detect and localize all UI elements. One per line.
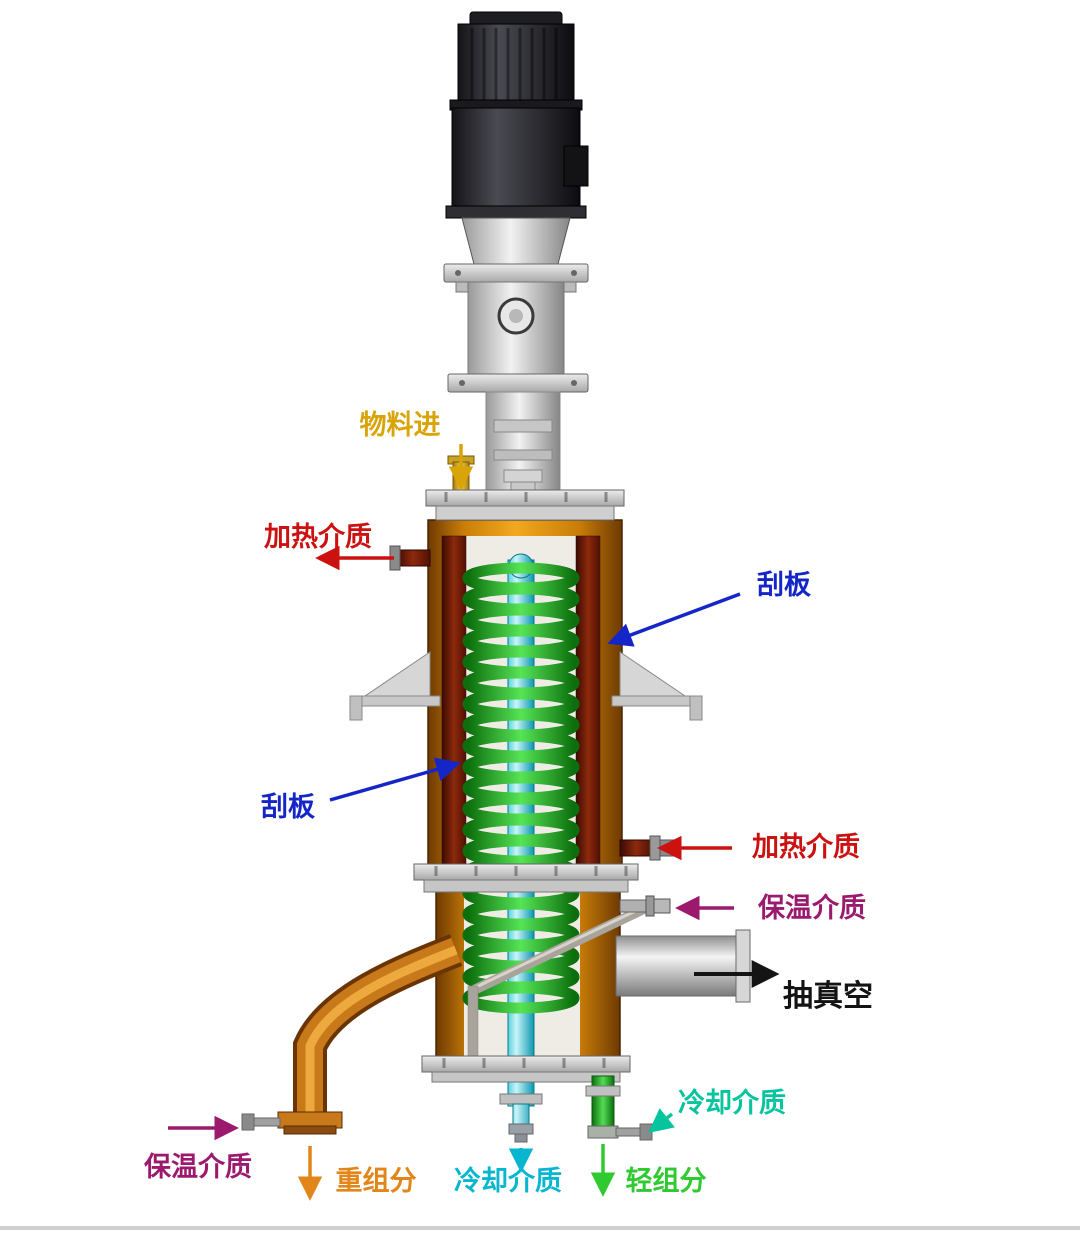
mid-flange-ring [413,863,639,881]
sight-glass-center [509,309,523,323]
label-heating-medium-right: 加热介质 [752,832,860,862]
vessel-top-head [425,489,625,521]
mid-flange-ring-2 [423,879,629,893]
label-scraper-right: 刮板 [757,570,811,600]
motor-adapter [461,217,571,265]
neck-collar [493,419,553,433]
support-bracket-right [611,651,703,721]
mid-flange-bolts [434,866,628,876]
label-heating-medium-left: 加热介质 [264,522,372,552]
nozzle-flange [645,895,655,917]
label-cooling-medium-bottom: 冷却介质 [454,1166,562,1196]
heating-jacket-wall-right [575,535,601,875]
bolt [571,270,577,276]
bracket-gusset [360,651,431,699]
bracket-lip [349,695,363,721]
lantern-bottom-flange [447,373,589,393]
drive-motor [445,11,589,265]
insulation-line-highlight [473,902,651,990]
motor-fan-housing [457,23,575,109]
tube-stub [514,1133,528,1143]
motor-fins [470,28,558,104]
tube-tip [512,1103,530,1127]
label-insulating-medium-bottom: 保温介质 [143,1152,252,1182]
bracket-gusset [619,651,690,699]
tube-nut [508,1123,534,1135]
top-flange-bolts [444,492,608,502]
insulation-nozzle-right [619,895,671,917]
seal-neck [485,391,561,491]
vacuum-port [615,929,751,1003]
bolt [455,270,461,276]
motor-base-flange [445,205,587,219]
shaft-collar [503,469,543,483]
bracket-plate [611,695,703,707]
cooling-side-stub [615,1127,643,1137]
motor-body [451,107,581,207]
nozzle-stub [619,839,653,857]
arrow-cooling-right [648,1108,675,1134]
vacuum-pipe [615,935,739,997]
arrow-scraper-right [607,592,741,647]
coupling-flange [443,263,589,283]
bottom-flange-ring-2 [431,1071,621,1083]
heating-nozzle-left [389,545,431,571]
heating-jacket-wall-left [441,535,467,875]
bottom-edge [0,1226,1080,1230]
bracket-plate [349,695,441,707]
copper-pipe-highlight [305,945,458,1114]
insulation-fitting-nut [241,1113,255,1131]
tube-collar [499,1093,543,1105]
bolt [571,380,577,386]
mid-flange [413,863,639,893]
insulation-fitting-stub [251,1117,281,1127]
label-insulating-medium-right: 保温介质 [757,893,866,923]
insulation-line-diagonal [471,901,653,995]
nozzle-flange [649,835,661,861]
lug [563,281,577,293]
nozzle-nut [653,898,671,914]
support-bracket-left [349,651,441,721]
label-cooling-medium-right: 冷却介质 [678,1088,786,1118]
neck-collar [493,449,553,461]
top-flange-ring-2 [435,505,615,521]
annotation-arrows [168,444,780,1201]
label-light-fraction: 轻组分 [626,1165,707,1196]
nozzle-stub [619,899,649,913]
label-material-in: 物料进 [360,410,441,440]
nozzle-stub [395,549,431,567]
green-pipe-fitting [587,1125,619,1139]
cooling-inlet-bottom [499,1093,543,1143]
rotor-tube-body [507,559,535,1107]
lug [455,281,469,293]
green-pipe [591,1075,615,1133]
heavy-fraction-pipe [241,934,463,1135]
bottom-flange-bolts [442,1058,606,1068]
copper-pipe-end-ring [283,1125,337,1135]
bolt [459,380,465,386]
label-heavy-fraction: 重组分 [336,1165,417,1196]
green-pipe-collar [585,1085,621,1097]
cooling-side-nut [639,1123,653,1141]
rotor-tube [507,553,535,1107]
bottom-flange-ring [421,1055,631,1073]
insulation-line-drop [467,985,479,1061]
motor-terminal-box [563,145,589,187]
bearing-housing [443,263,589,393]
label-scraper-left: 刮板 [261,792,315,822]
arrow-scraper-left [329,757,461,802]
light-fraction-pipe [585,1075,653,1141]
bracket-lip [689,695,703,721]
bottom-flange [421,1055,631,1083]
label-vacuum-out: 抽真空 [783,980,873,1013]
vacuum-flange [735,929,751,1003]
